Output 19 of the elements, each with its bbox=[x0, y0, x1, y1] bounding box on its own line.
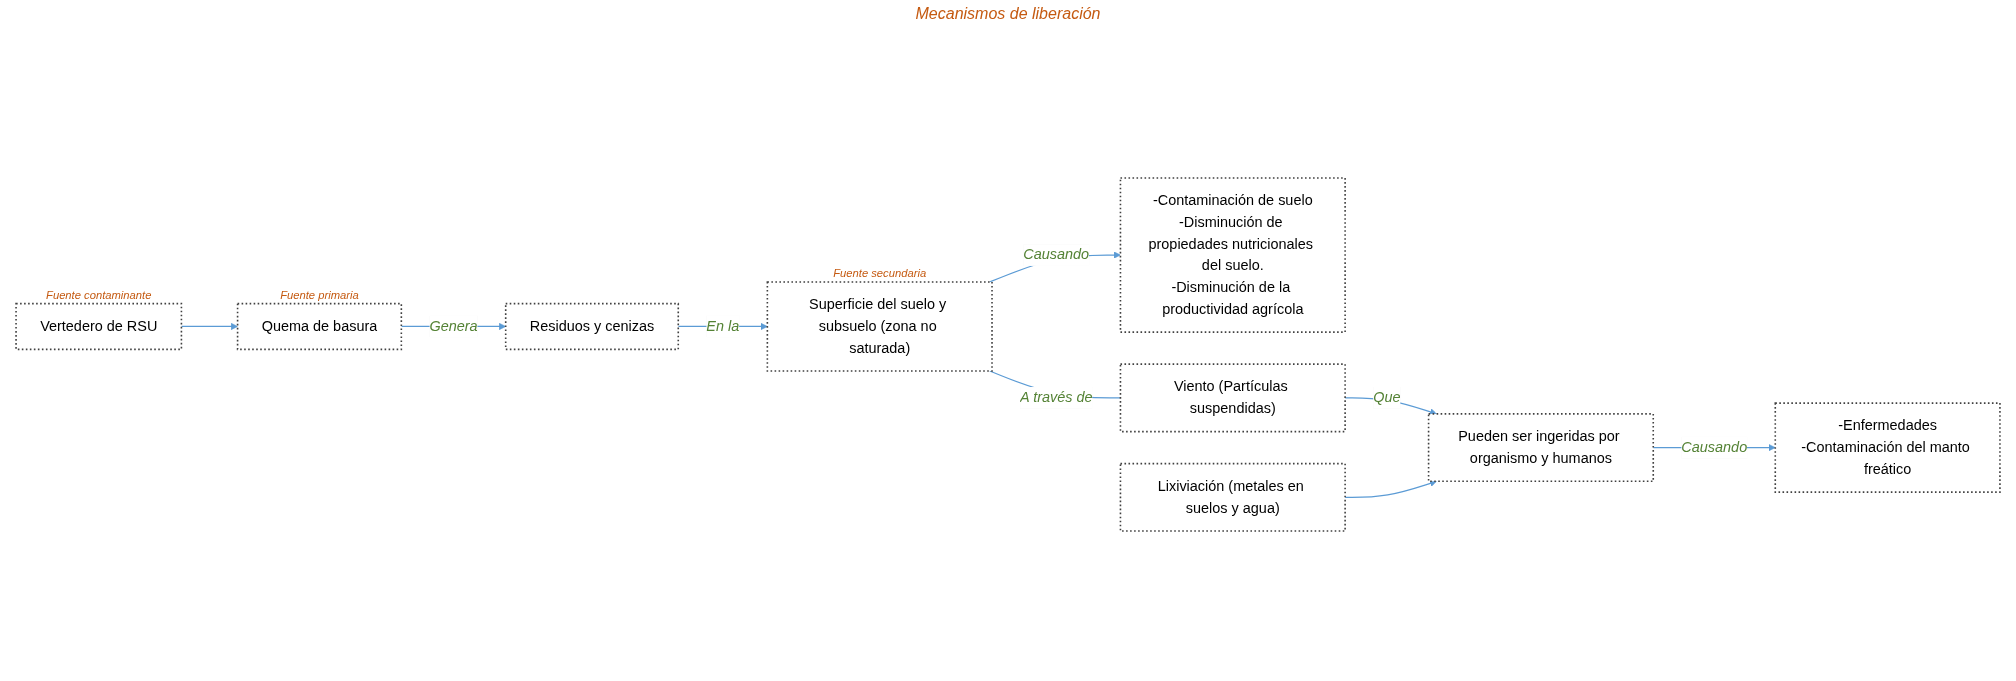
node-box: Viento (Partículas suspendidas) bbox=[1119, 363, 1346, 433]
annotation-text: Mecanismos de liberación bbox=[915, 5, 1101, 23]
edge-label: Causando bbox=[1023, 246, 1090, 263]
edge-label: En la bbox=[706, 317, 740, 335]
node-box: Pueden ser ingeridas por organismo y humanos bbox=[1427, 413, 1655, 483]
node-box: Vertedero de RSU bbox=[15, 302, 183, 351]
node-box: -Enfermedades -Contaminación del manto freático bbox=[1774, 402, 2001, 493]
node-caption: Fuente contaminante bbox=[46, 288, 152, 301]
node-caption: Fuente secundaria bbox=[833, 267, 927, 280]
node-box: Lixiviación (metales en suelos y agua) bbox=[1119, 462, 1346, 532]
node-box: Residuos y cenizas bbox=[504, 302, 680, 351]
edge-label: Genera bbox=[429, 317, 478, 335]
edge-label: Causando bbox=[1681, 439, 1748, 456]
node-caption: Fuente primaria bbox=[280, 288, 359, 301]
node-box: Quema de basura bbox=[236, 302, 403, 351]
edge-label: Que bbox=[1373, 389, 1401, 406]
edge-label: A través de bbox=[1020, 389, 1093, 406]
node-box: -Contaminación de suelo -Disminución de propiedades nutricionales del suelo. -Disminución de la productividad agrícola bbox=[1119, 177, 1346, 333]
node-box: Superficie del suelo y subsuelo (zona no saturada) bbox=[766, 281, 993, 372]
